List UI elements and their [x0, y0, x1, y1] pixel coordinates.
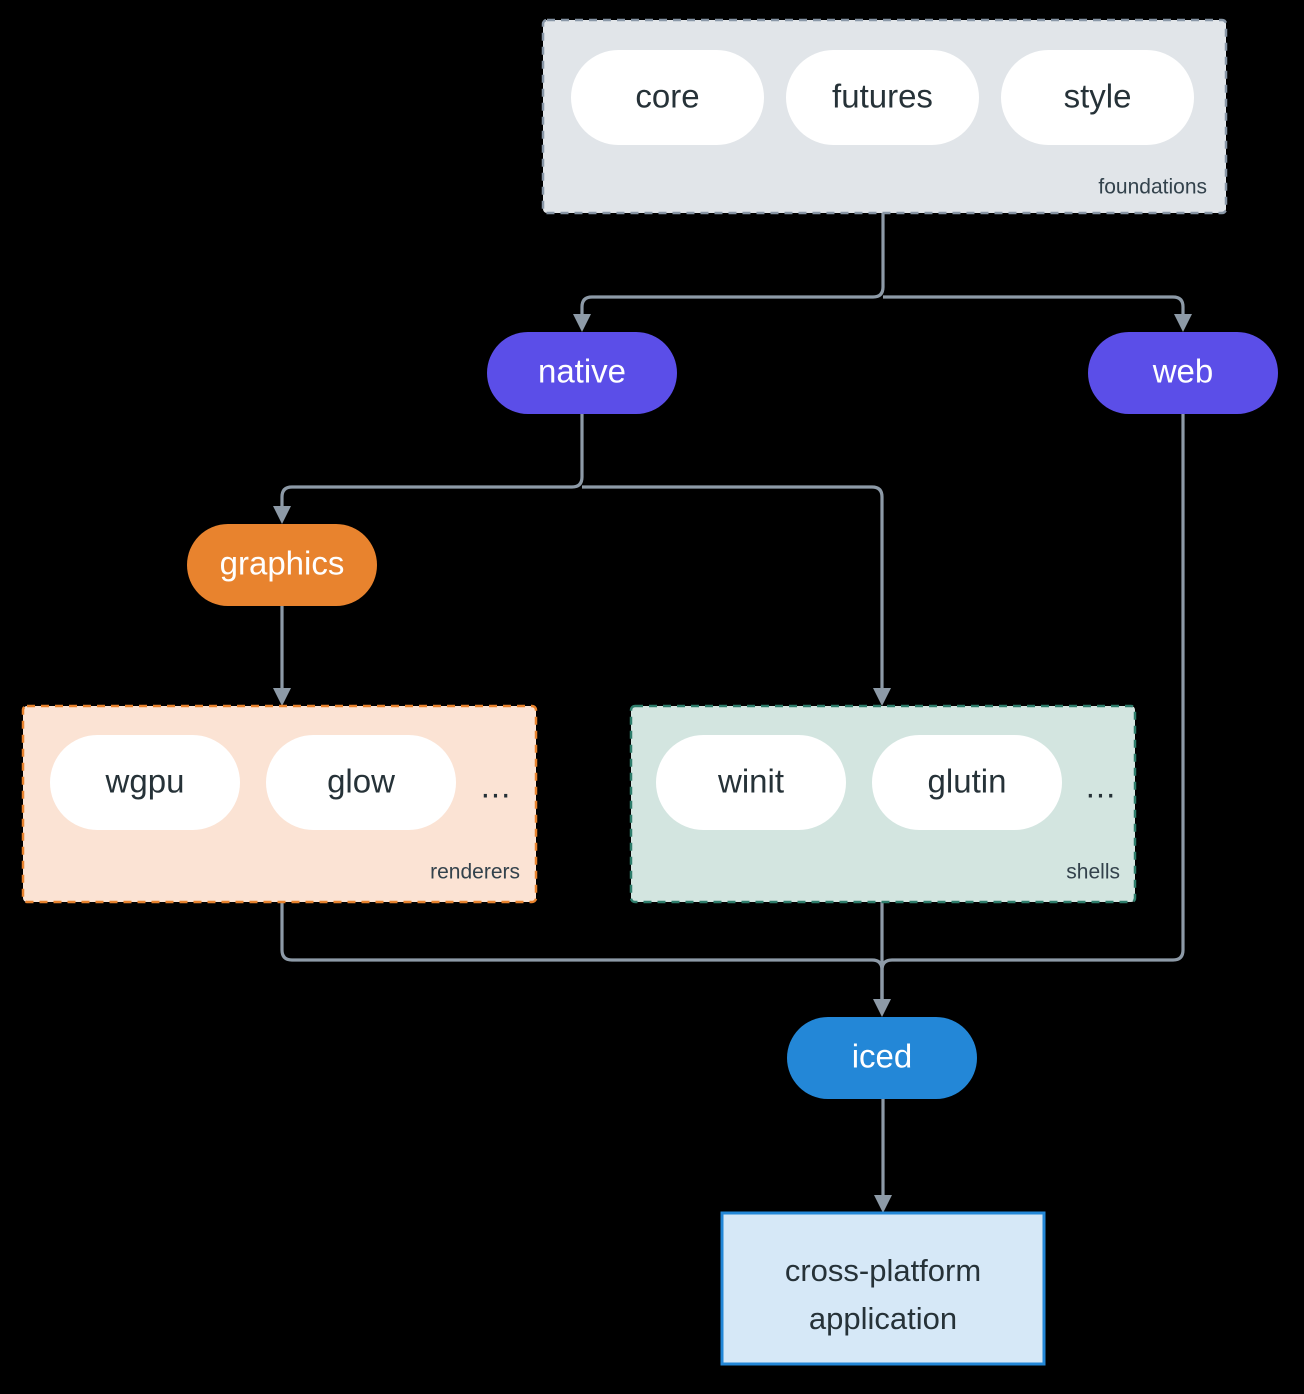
group-foundations-label: foundations — [1098, 176, 1207, 199]
group-foundations[interactable]: core futures style foundations — [541, 18, 1228, 215]
pill-winit-label: winit — [717, 763, 784, 800]
pill-glow-shape — [266, 735, 456, 830]
group-renderers-label: renderers — [430, 861, 520, 884]
arrow-graphics-to-renderers — [273, 688, 291, 706]
node-native-label: native — [538, 353, 626, 390]
pill-core-shape — [571, 50, 764, 145]
pill-futures-shape — [786, 50, 979, 145]
node-cross-platform-application-shape — [720, 1211, 1046, 1366]
arrow-foundations-to-native — [573, 314, 591, 332]
node-native-shape — [487, 332, 677, 414]
node-web[interactable]: web — [1088, 332, 1278, 414]
edge-web-to-iced — [880, 414, 1185, 1003]
node-graphics-label: graphics — [220, 545, 345, 582]
node-iced-label: iced — [852, 1038, 913, 1075]
pill-wgpu-shape — [50, 735, 240, 830]
node-web-shape — [1088, 332, 1278, 414]
pill-glow-label: glow — [327, 763, 395, 800]
node-cross-platform-application[interactable]: cross-platform application — [720, 1211, 1046, 1366]
arrow-iced-to-application — [874, 1195, 892, 1213]
shells-ellipsis: ... — [1086, 768, 1117, 805]
node-iced-shape — [787, 1017, 977, 1099]
pill-core-label: core — [635, 78, 699, 115]
node-native[interactable]: native — [487, 332, 677, 414]
pill-style-label: style — [1064, 78, 1132, 115]
pill-style-shape — [1001, 50, 1194, 145]
node-web-label: web — [1152, 353, 1214, 390]
node-cross-platform-application-line1: cross-platform — [785, 1253, 981, 1288]
node-graphics-shape — [187, 524, 377, 606]
group-shells-label: shells — [1066, 861, 1120, 884]
edge-native-to-shells — [582, 485, 884, 692]
pill-glutin-shape — [872, 735, 1062, 830]
arrow-native-to-shells — [873, 688, 891, 706]
group-renderers[interactable]: wgpu glow ... renderers — [21, 704, 538, 904]
pill-glutin[interactable]: glutin — [872, 735, 1062, 830]
pill-style[interactable]: style — [1001, 50, 1194, 145]
pill-winit[interactable]: winit — [656, 735, 846, 830]
pill-winit-shape — [656, 735, 846, 830]
pill-wgpu[interactable]: wgpu — [50, 735, 240, 830]
node-graphics[interactable]: graphics — [187, 524, 377, 606]
pill-core[interactable]: core — [571, 50, 764, 145]
edge-foundations-to-web — [883, 295, 1185, 318]
pill-wgpu-label: wgpu — [105, 763, 185, 800]
node-cross-platform-application-line2: application — [809, 1301, 957, 1336]
arrow-native-to-graphics — [273, 506, 291, 524]
group-shells[interactable]: winit glutin ... shells — [629, 704, 1137, 904]
arrow-foundations-to-web — [1174, 314, 1192, 332]
node-iced[interactable]: iced — [787, 1017, 977, 1099]
renderers-ellipsis: ... — [481, 768, 512, 805]
edge-renderers-to-iced — [280, 902, 884, 1003]
edge-layer — [273, 213, 1192, 1213]
pill-glutin-label: glutin — [928, 763, 1007, 800]
pill-futures-label: futures — [832, 78, 933, 115]
arrow-merge-to-iced — [873, 999, 891, 1017]
edge-foundations-to-branches — [580, 213, 885, 318]
pill-futures[interactable]: futures — [786, 50, 979, 145]
edge-native-to-branches — [280, 414, 584, 510]
pill-glow[interactable]: glow — [266, 735, 456, 830]
